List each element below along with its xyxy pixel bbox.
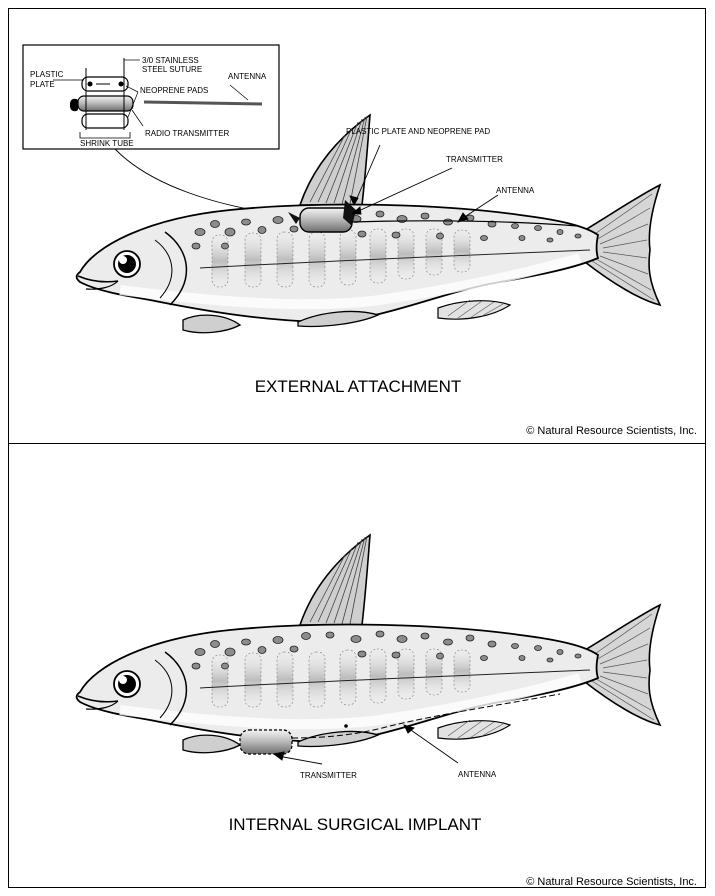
- title-internal-implant: INTERNAL SURGICAL IMPLANT: [229, 815, 482, 834]
- label-radio-transmitter: RADIO TRANSMITTER: [145, 129, 230, 138]
- title-external-attachment: EXTERNAL ATTACHMENT: [255, 377, 462, 396]
- label-bottom-antenna: ANTENNA: [458, 770, 497, 779]
- external-attachment-panel: PLASTIC PLATE 3/0 STAINLESS STEEL SUTURE…: [23, 45, 697, 437]
- label-neoprene-pads: NEOPRENE PADS: [140, 86, 208, 95]
- label-top-antenna: ANTENNA: [496, 186, 535, 195]
- label-suture-2: STEEL SUTURE: [142, 65, 202, 74]
- label-bottom-transmitter: TRANSMITTER: [300, 771, 357, 780]
- label-plastic-plate-1: PLASTIC: [30, 70, 64, 79]
- internal-implant-panel: TRANSMITTER ANTENNA INTERNAL SURGICAL IM…: [77, 535, 697, 888]
- internal-transmitter: [240, 730, 292, 754]
- label-top-transmitter: TRANSMITTER: [446, 155, 503, 164]
- label-plastic-plate-2: PLATE: [30, 80, 55, 89]
- label-shrink-tube: SHRINK TUBE: [80, 139, 134, 148]
- inset-connector-line: [115, 149, 285, 215]
- label-inset-antenna: ANTENNA: [228, 72, 267, 81]
- label-suture-1: 3/0 STAINLESS: [142, 56, 199, 65]
- trout-internal: [77, 535, 660, 753]
- copyright-bottom: © Natural Resource Scientists, Inc.: [526, 876, 697, 888]
- copyright-top: © Natural Resource Scientists, Inc.: [526, 425, 697, 437]
- label-plate-and-pad: PLASTIC PLATE AND NEOPRENE PAD: [346, 127, 490, 136]
